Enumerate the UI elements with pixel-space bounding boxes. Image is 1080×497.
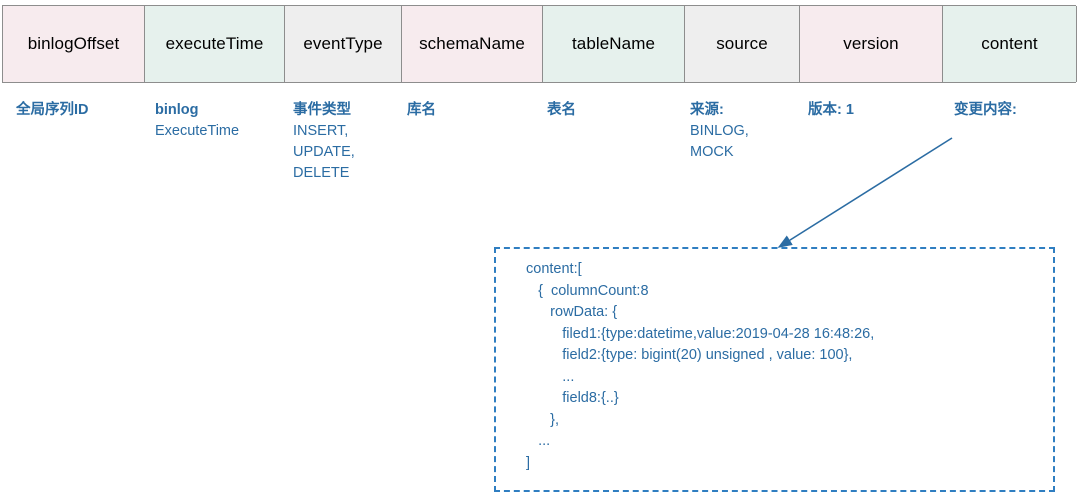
- execute-time-note-line: ExecuteTime: [155, 123, 240, 139]
- event-type-note-line: DELETE: [293, 165, 350, 181]
- table-header-schemaname: schemaName: [402, 6, 543, 82]
- event-type-note-title: 事件类型: [293, 102, 351, 118]
- table-header-version: version: [800, 6, 943, 82]
- schema-name-note: 库名: [407, 100, 436, 121]
- event-type-note-line: UPDATE,: [293, 144, 355, 160]
- content-code-line: field2:{type: bigint(20) unsigned , valu…: [526, 347, 853, 363]
- content-code-line: filed1:{type:datetime,value:2019-04-28 1…: [526, 325, 875, 342]
- content-note-title: 变更内容:: [954, 102, 1017, 118]
- table-name-note: 表名: [547, 100, 576, 121]
- table-header-eventtype: eventType: [285, 6, 402, 82]
- content-code-line: rowData: {: [526, 304, 618, 320]
- content-detail-box: content:[ { columnCount:8 rowData: { fil…: [494, 247, 1055, 492]
- content-code-line: },: [526, 411, 560, 428]
- event-type-note-line: INSERT,: [293, 123, 349, 139]
- binlog-offset-note: 全局序列ID: [16, 100, 89, 121]
- content-json-sample: content:[ { columnCount:8 rowData: { fil…: [526, 259, 874, 474]
- schema-name-note-title: 库名: [407, 102, 436, 118]
- event-type-note: 事件类型 INSERT, UPDATE, DELETE: [293, 100, 355, 184]
- source-note: 来源: BINLOG, MOCK: [690, 100, 749, 163]
- content-code-line: ...: [526, 433, 551, 449]
- table-header-tablename: tableName: [543, 6, 685, 82]
- content-code-line: field8:{..}: [526, 390, 619, 406]
- table-header-binlogoffset: binlogOffset: [3, 6, 145, 82]
- binlog-offset-note-title: 全局序列ID: [16, 102, 89, 118]
- version-note-title: 版本: 1: [808, 102, 854, 118]
- content-note: 变更内容:: [954, 100, 1017, 121]
- content-code-line: ...: [526, 368, 575, 385]
- source-note-title: 来源:: [690, 102, 724, 118]
- content-code-line: { columnCount:8: [526, 282, 649, 299]
- table-header-source: source: [685, 6, 800, 82]
- table-header-content: content: [943, 6, 1077, 82]
- content-code-line: content:[: [526, 261, 582, 277]
- execute-time-note-title: binlog: [155, 102, 199, 118]
- content-code-line: ]: [526, 454, 531, 471]
- table-name-note-title: 表名: [547, 102, 576, 118]
- table-header-executetime: executeTime: [145, 6, 285, 82]
- version-note: 版本: 1: [808, 100, 854, 121]
- source-note-line: BINLOG,: [690, 123, 749, 139]
- source-note-line: MOCK: [690, 144, 734, 160]
